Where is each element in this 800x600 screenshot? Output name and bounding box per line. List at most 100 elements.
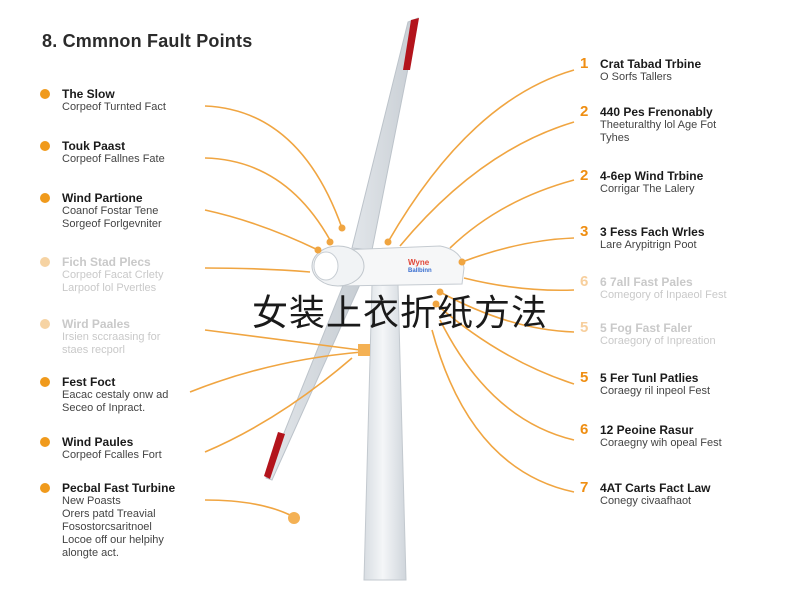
callout-point bbox=[326, 238, 334, 246]
blade-tip-lower bbox=[264, 432, 285, 479]
callout-point bbox=[458, 258, 466, 266]
logo-line-2: Ballbinn bbox=[408, 268, 432, 274]
callout-number: 2 bbox=[580, 103, 589, 120]
callout-heading: Fest Foct bbox=[62, 375, 116, 389]
callout-number: 3 bbox=[580, 223, 589, 240]
callout-point-large bbox=[288, 512, 300, 524]
connector-right-1 bbox=[387, 69, 575, 243]
callout-description: Corpeof Turnted Fact bbox=[62, 101, 166, 113]
callout-description: Corpeof Facat Crlety Larpoof lol Pvertle… bbox=[62, 269, 164, 294]
connector-right-2 bbox=[399, 121, 575, 247]
callout-description: O Sorfs Tallers bbox=[600, 71, 672, 83]
callout-heading: 6 7all Fast Pales bbox=[600, 275, 693, 289]
callout-point bbox=[384, 238, 392, 246]
callout-number: 5 bbox=[580, 319, 589, 336]
connector-right-7 bbox=[435, 303, 575, 385]
connector-left-3 bbox=[204, 209, 319, 251]
callout-point bbox=[432, 300, 440, 308]
connector-left-2 bbox=[204, 157, 331, 241]
callout-heading: 5 Fer Tunl Patlies bbox=[600, 371, 699, 385]
callout-heading: Fich Stad Plecs bbox=[62, 255, 151, 269]
callout-heading: 4-6ep Wind Trbine bbox=[600, 169, 704, 183]
callout-description: Corpeof Fallnes Fate bbox=[62, 153, 165, 165]
callout-description: Coraegy ril inpeol Fest bbox=[600, 385, 711, 397]
bullet-dot-icon bbox=[40, 437, 50, 447]
connector-right-6 bbox=[439, 291, 575, 333]
logo-line-1: Wyne bbox=[408, 258, 430, 267]
callout-heading: Wind Partione bbox=[62, 191, 143, 205]
connector-left-8 bbox=[204, 499, 293, 517]
callout-description: Theeturalthy lol Age Fot Tyhes bbox=[600, 119, 717, 144]
callout-point bbox=[314, 246, 322, 254]
callout-description: Eacac cestaly onw ad Seceo of Inpract. bbox=[62, 389, 169, 414]
callout-heading: Touk Paast bbox=[62, 139, 126, 153]
bullet-dot-icon bbox=[40, 89, 50, 99]
callout-description: Corpeof Fcalles Fort bbox=[62, 449, 162, 461]
callout-number: 6 bbox=[580, 273, 589, 290]
overlay-caption: 女装上衣折纸方法 bbox=[251, 293, 548, 334]
connector-lines bbox=[189, 69, 575, 517]
callout-marker-square bbox=[358, 344, 370, 356]
callout-description: Coraegory of Inpreation bbox=[600, 335, 716, 347]
turbine-hub-cap bbox=[313, 251, 339, 281]
callout-description: Lare Arypitrign Poot bbox=[600, 239, 697, 251]
connector-right-8 bbox=[439, 319, 575, 441]
callout-heading: 12 Peoine Rasur bbox=[600, 423, 694, 437]
callout-number: 2 bbox=[580, 167, 589, 184]
callout-description: Comegory of Inpaeol Fest bbox=[600, 289, 727, 301]
bullet-dot-icon bbox=[40, 377, 50, 387]
connector-left-6 bbox=[189, 351, 363, 393]
diagram-title: 8. Cmmnon Fault Points bbox=[42, 31, 253, 51]
connector-left-4 bbox=[204, 267, 311, 273]
callout-heading: Crat Tabad Trbine bbox=[600, 57, 702, 71]
turbine-brand-logo: Wyne Ballbinn bbox=[408, 258, 432, 276]
callout-description: Corrigar The Lalery bbox=[600, 183, 695, 195]
callout-heading: Wird Paales bbox=[62, 317, 130, 331]
connector-right-4 bbox=[461, 237, 575, 263]
callout-description: New Poasts Orers patd Treavial Fosostorc… bbox=[62, 495, 164, 559]
callout-heading: 5 Fog Fast Faler bbox=[600, 321, 693, 335]
connector-right-5 bbox=[463, 277, 575, 292]
callout-number: 1 bbox=[580, 55, 589, 72]
callout-points bbox=[288, 224, 466, 524]
callout-heading: 4AT Carts Fact Law bbox=[600, 481, 711, 495]
callout-number: 6 bbox=[580, 421, 589, 438]
callout-point bbox=[436, 288, 444, 296]
callout-heading: The Slow bbox=[62, 87, 115, 101]
callout-point bbox=[338, 224, 346, 232]
connector-right-3 bbox=[449, 179, 575, 249]
connector-left-7 bbox=[204, 357, 353, 453]
callout-heading: Pecbal Fast Turbine bbox=[62, 481, 176, 495]
callout-heading: 3 Fess Fach Wrles bbox=[600, 225, 705, 239]
connector-right-9 bbox=[431, 329, 575, 493]
connector-left-5 bbox=[204, 329, 361, 351]
callout-number: 7 bbox=[580, 479, 589, 496]
bullet-dot-icon bbox=[40, 141, 50, 151]
bullet-dot-icon bbox=[40, 193, 50, 203]
callout-number: 5 bbox=[580, 369, 589, 386]
bullet-dot-icon bbox=[40, 257, 50, 267]
callout-heading: 440 Pes Frenonably bbox=[600, 105, 713, 119]
callout-description: Coraegny wih opeal Fest bbox=[600, 437, 722, 449]
callout-description: Irsien sccraasing for staes recporl bbox=[62, 331, 161, 356]
callout-heading: Wind Paules bbox=[62, 435, 134, 449]
bullet-dot-icon bbox=[40, 483, 50, 493]
